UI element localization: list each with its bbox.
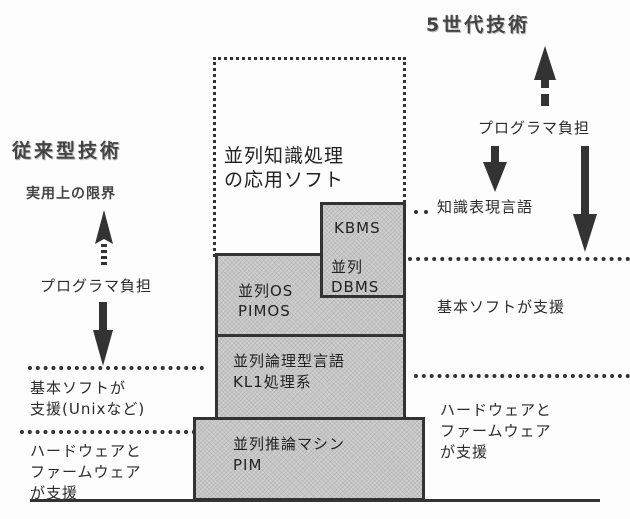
divider-right-upper xyxy=(408,257,630,261)
dashed-up-arrow-left-icon xyxy=(95,210,113,265)
os-line2: PIMOS xyxy=(238,302,291,320)
knowledge-lang-leader xyxy=(414,210,428,214)
left-hw-support-line3: が支援 xyxy=(30,484,79,502)
conventional-tech-title: 従来型技術 xyxy=(12,140,123,162)
programmer-burden-right: プログラマ負担 xyxy=(478,119,591,137)
machine-line2: PIM xyxy=(233,456,263,474)
language-line1: 並列論理型言語 xyxy=(233,352,346,370)
dbms-line2: DBMS xyxy=(331,278,380,296)
short-down-arrow-right-icon xyxy=(483,146,507,192)
kbms-dbms-box xyxy=(320,202,406,298)
right-hw-support-line1: ハードウェアと xyxy=(440,401,552,419)
kbms-label: KBMS xyxy=(334,219,381,237)
left-basic-support-line1: 基本ソフトが xyxy=(30,379,127,397)
dbms-line1: 並列 xyxy=(331,258,364,276)
divider-left-hw xyxy=(20,430,196,434)
machine-line1: 並列推論マシン xyxy=(233,435,346,453)
dashed-up-arrow-right-icon xyxy=(534,46,556,106)
app-layer-line2: の応用ソフト xyxy=(224,169,345,191)
left-hw-support-line1: ハードウェアと xyxy=(30,442,142,460)
practical-limit-label: 実用上の限界 xyxy=(26,186,116,202)
os-line1: 並列OS xyxy=(238,282,294,300)
fifth-gen-tech-title: 5世代技術 xyxy=(426,14,531,36)
knowledge-rep-language-label: 知識表現言語 xyxy=(437,198,534,216)
right-hw-support-line3: が支援 xyxy=(440,443,489,461)
machine-layer-box xyxy=(193,417,425,501)
left-hw-support-line2: ファームウェア xyxy=(30,463,142,481)
right-basic-support-label: 基本ソフトが支援 xyxy=(437,298,566,316)
left-basic-support-line2: 支援(Unixなど) xyxy=(30,400,146,418)
right-hw-support-line2: ファームウェア xyxy=(440,422,552,440)
baseline xyxy=(30,499,600,502)
app-layer-line1: 並列知識処理 xyxy=(224,145,345,167)
programmer-burden-left: プログラマ負担 xyxy=(40,277,153,295)
language-line2: KL1処理系 xyxy=(233,373,312,391)
divider-right-lower xyxy=(414,374,630,378)
long-down-arrow-right-icon xyxy=(573,146,597,252)
down-arrow-left-icon xyxy=(93,302,113,366)
divider-left-basic xyxy=(28,366,204,370)
